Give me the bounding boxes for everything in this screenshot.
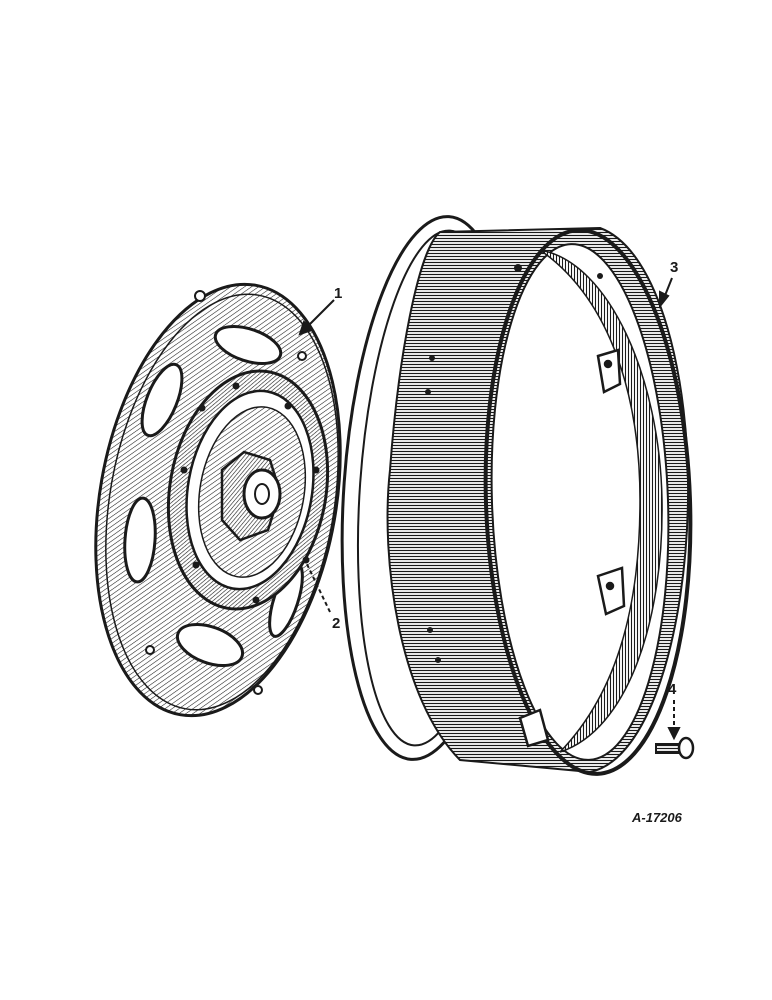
leader-3-arrow — [659, 290, 670, 309]
bolt-hole — [252, 596, 260, 604]
disc-opening — [213, 325, 283, 365]
leader-lines — [298, 277, 681, 741]
wheel-rim — [340, 215, 693, 776]
bolt-hole — [198, 404, 206, 412]
rim-holes — [425, 355, 441, 663]
leader-1-arrow — [298, 320, 314, 336]
rim-inner-wall — [539, 249, 663, 753]
leader-1 — [305, 299, 335, 329]
callout-4: 4 — [668, 681, 677, 698]
callout-2: 2 — [332, 615, 340, 632]
bolt-hole — [284, 402, 292, 410]
bolt-hole — [312, 466, 320, 474]
hub-bolt-holes — [180, 382, 320, 604]
center-hub-nut — [220, 450, 282, 542]
callout-1: 1 — [334, 285, 342, 302]
bolt-hole — [232, 382, 240, 390]
bolt-hole — [192, 561, 200, 569]
leader-2 — [303, 557, 331, 613]
disc-opening — [123, 496, 157, 584]
rim-bolt — [655, 736, 695, 760]
figure-id: A-17206 — [631, 810, 683, 825]
leader-4-arrow — [667, 727, 681, 741]
callout-3: 3 — [670, 259, 678, 276]
disc-lugs — [145, 290, 307, 695]
rim-brackets — [518, 348, 626, 748]
disc-opening — [175, 622, 245, 668]
disc-edge — [105, 293, 339, 711]
rim-front-flange — [483, 228, 693, 776]
wheel-center-disc — [94, 282, 342, 718]
bolt-hole — [180, 466, 188, 474]
disc-openings — [123, 325, 317, 668]
rim-top-lugs — [514, 264, 603, 279]
disc-opening — [140, 362, 184, 438]
